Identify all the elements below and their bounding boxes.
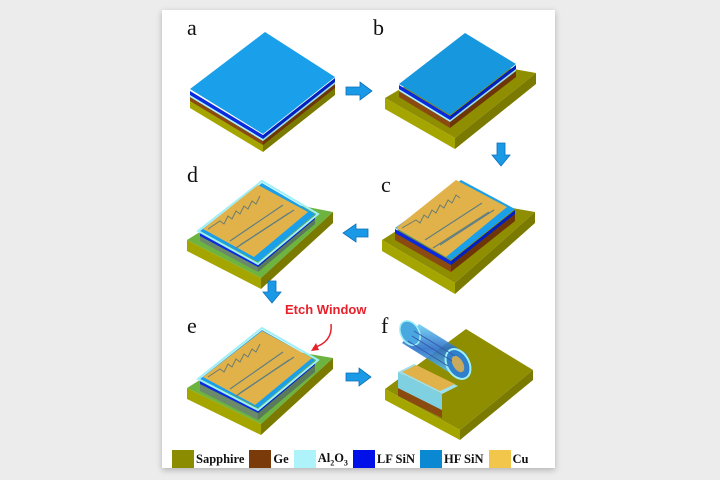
panel-label-f: f	[381, 313, 389, 338]
legend-label: Al2O3	[317, 450, 348, 468]
etch-window-label: Etch Window	[285, 302, 367, 317]
legend-item-sapphire: Sapphire	[172, 450, 246, 468]
panel-label-e: e	[187, 313, 197, 338]
legend-item-al2o3: Al2O3	[293, 450, 350, 468]
arrow-down-icon	[491, 142, 511, 167]
legend-label: LF SiN	[376, 451, 416, 466]
legend-swatch-al2o3	[293, 450, 316, 468]
etch-window-pointer	[311, 323, 332, 351]
legend-label: HF SiN	[444, 451, 484, 466]
panel-label-c: c	[381, 172, 391, 197]
legend-label: Sapphire	[196, 451, 245, 466]
legend-item-cu: Cu	[488, 450, 531, 468]
panel-f-rolled-tube	[385, 320, 533, 440]
panel-c-stack	[382, 180, 535, 294]
legend-swatch-cu	[488, 450, 511, 468]
panel-label-b: b	[373, 15, 384, 40]
legend-swatch-ge	[249, 450, 272, 468]
arrow-down-icon	[262, 280, 282, 304]
legend-item-ge: Ge	[249, 450, 290, 468]
legend: Sapphire Ge Al2O3 LF SiN HF SiN Cu	[172, 450, 533, 468]
legend-swatch-lf-sin	[352, 450, 375, 468]
panel-label-a: a	[187, 15, 197, 40]
arrow-right-icon	[345, 81, 373, 101]
panel-label-d: d	[187, 162, 198, 187]
legend-label: Cu	[512, 451, 529, 466]
legend-label: Ge	[273, 451, 289, 466]
legend-item-lf-sin: LF SiN	[352, 450, 417, 468]
panel-a-stack	[190, 32, 335, 152]
arrow-right-icon	[345, 367, 372, 387]
legend-swatch-hf-sin	[420, 450, 443, 468]
panel-d-stack	[187, 179, 333, 289]
legend-item-hf-sin: HF SiN	[420, 450, 485, 468]
arrow-left-icon	[342, 223, 369, 243]
legend-swatch-sapphire	[172, 450, 194, 468]
panel-b-stack	[385, 33, 536, 149]
panel-e-stack	[187, 326, 333, 435]
